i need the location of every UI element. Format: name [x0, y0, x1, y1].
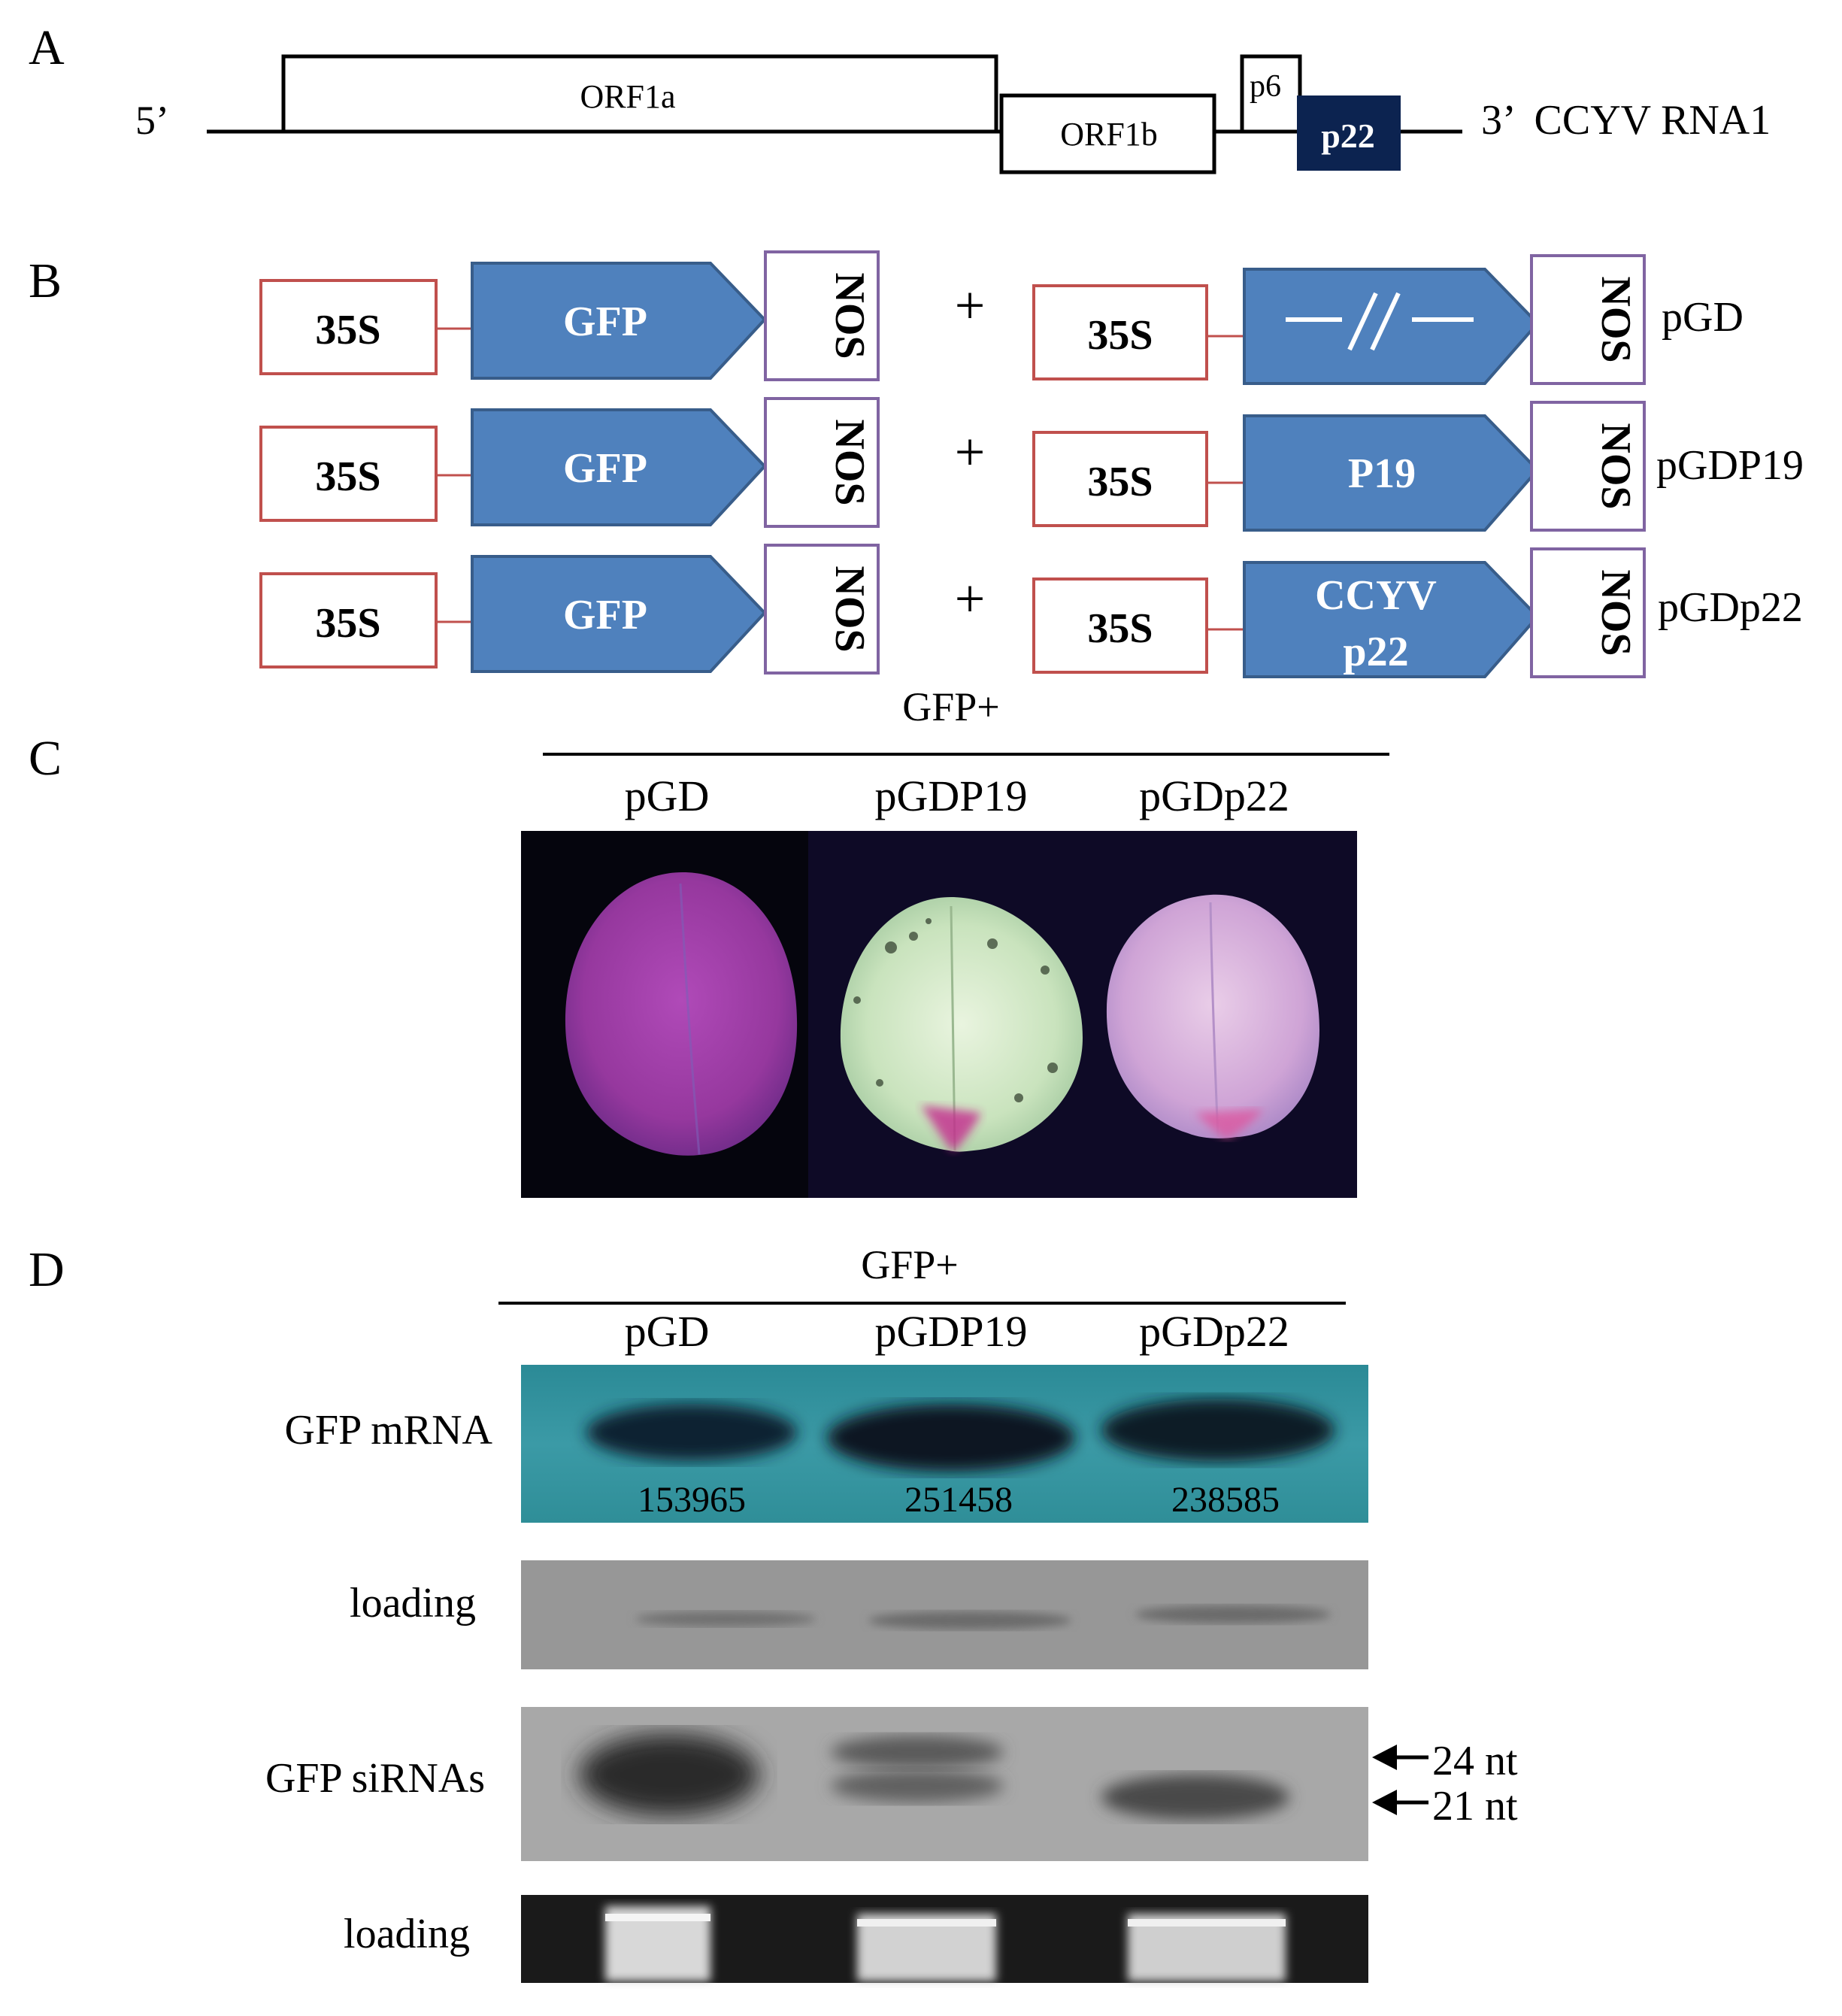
- size-markers: 24 nt 21 nt: [1372, 1738, 1518, 1830]
- blot-row-label: GFP siRNAs: [265, 1755, 485, 1802]
- terminator-box: [1530, 401, 1646, 532]
- panel-label-d: D: [29, 1242, 65, 1297]
- promoter-label: 35S: [315, 453, 380, 500]
- p22-box: [1297, 95, 1401, 171]
- ccyv-p22-label-line1: CCYV: [1315, 572, 1437, 619]
- blot-lane-label: pGDP19: [874, 1307, 1027, 1356]
- leaf-group-label: GFP+: [902, 684, 1000, 729]
- band-value: 251458: [904, 1480, 1013, 1520]
- band-value: 238585: [1171, 1480, 1280, 1520]
- leaf-lane-label: pGDp22: [1139, 772, 1289, 820]
- terminator-box: [1530, 547, 1646, 678]
- blot-lane-label: pGDp22: [1139, 1307, 1289, 1356]
- gfp-arrow: [471, 262, 767, 380]
- blot-group-label: GFP+: [861, 1242, 959, 1287]
- terminator-label: NOS: [826, 419, 873, 505]
- terminator-label: NOS: [1592, 423, 1639, 509]
- blot-row-label: loading: [344, 1911, 470, 1957]
- panel-label-b: B: [29, 253, 62, 308]
- orf1a-box: [281, 54, 998, 134]
- panel-label-c: C: [29, 731, 62, 786]
- leaf-photo: [521, 831, 1357, 1198]
- band-value: 153965: [638, 1480, 746, 1520]
- terminator-label: NOS: [826, 272, 873, 359]
- ccyv-p22-label-line2: p22: [1343, 629, 1408, 675]
- gfp-arrow: [471, 555, 767, 673]
- promoter-box: [259, 279, 438, 375]
- band: [1101, 1399, 1335, 1462]
- gfp-arrow: [471, 408, 767, 526]
- plus-sign: +: [955, 422, 986, 482]
- terminator-label: NOS: [1592, 569, 1639, 656]
- band: [827, 1404, 1075, 1472]
- plus-sign: +: [955, 568, 986, 629]
- orf1b-box: [999, 93, 1216, 174]
- gfp-mrna-blot: 153965 251458 238585: [521, 1365, 1368, 1523]
- promoter-label: 35S: [315, 600, 380, 647]
- p19-arrow: [1243, 414, 1540, 532]
- terminator-box: [764, 397, 880, 528]
- construct-name: pGDP19: [1656, 442, 1804, 489]
- genome-map: 5’ ORF1a ORF1b p6 p22 3’ CCYV RNA1: [135, 54, 1771, 174]
- size-marker-label: 21 nt: [1432, 1783, 1518, 1830]
- promoter-box: [1032, 578, 1208, 674]
- gfp-label: GFP: [563, 592, 647, 638]
- leaf-lane-label: pGDP19: [874, 772, 1027, 820]
- promoter-box: [1032, 284, 1208, 380]
- terminator-label: NOS: [1592, 276, 1639, 362]
- gfp-label: GFP: [563, 445, 647, 492]
- panel-label-a: A: [29, 20, 65, 75]
- p6-box: [1240, 54, 1302, 134]
- promoter-label: 35S: [1087, 459, 1153, 505]
- size-marker-label: 24 nt: [1432, 1738, 1518, 1784]
- empty-insert-symbol: [1286, 292, 1474, 351]
- ccyv-p22-arrow: [1243, 561, 1540, 678]
- promoter-label: 35S: [315, 307, 380, 353]
- orf1b-label: ORF1b: [1060, 116, 1158, 153]
- leaf-pgd: [565, 872, 798, 1156]
- empty-insert-arrow: [1243, 268, 1540, 385]
- terminator-box: [764, 250, 880, 381]
- three-prime-label: 3’ CCYV RNA1: [1481, 97, 1771, 144]
- promoter-box: [259, 572, 438, 668]
- construct-row-pgd: 35S GFP NOS + 35S NOS pGD: [259, 250, 1744, 385]
- construct-row-pgdp22: 35S GFP NOS + 35S CCYV p22 NOS pGDp22: [259, 544, 1803, 678]
- p22-label: p22: [1321, 117, 1375, 155]
- promoter-label: 35S: [1087, 312, 1153, 359]
- terminator-label: NOS: [826, 565, 873, 652]
- gfp-label: GFP: [563, 299, 647, 345]
- blot-row-label: GFP mRNA: [285, 1407, 493, 1454]
- construct-row-pgdp19: 35S GFP NOS + 35S P19 NOS pGDP19: [259, 397, 1804, 532]
- blot-lane-label: pGD: [625, 1307, 710, 1356]
- promoter-box: [259, 426, 438, 522]
- leaf-pgdp19: [840, 897, 1083, 1152]
- orf1a-label: ORF1a: [580, 78, 675, 115]
- promoter-label: 35S: [1087, 605, 1153, 652]
- loading-blot-1: [521, 1560, 1368, 1669]
- plus-sign: +: [955, 275, 986, 335]
- p6-label: p6: [1250, 69, 1281, 104]
- terminator-box: [764, 544, 880, 675]
- arrow-left-icon: [1372, 1745, 1397, 1770]
- blot-row-label: loading: [350, 1580, 476, 1626]
- loading-blot-2: [521, 1895, 1368, 1983]
- band: [586, 1404, 797, 1461]
- promoter-box: [1032, 431, 1208, 527]
- p19-label: P19: [1348, 450, 1416, 497]
- construct-name: pGD: [1662, 294, 1744, 341]
- arrow-left-icon: [1372, 1790, 1397, 1815]
- construct-name: pGDp22: [1658, 584, 1803, 631]
- gfp-sirna-blot: [521, 1707, 1368, 1861]
- terminator-box: [1530, 254, 1646, 385]
- five-prime-label: 5’: [135, 98, 169, 143]
- leaf-lane-label: pGD: [625, 772, 710, 820]
